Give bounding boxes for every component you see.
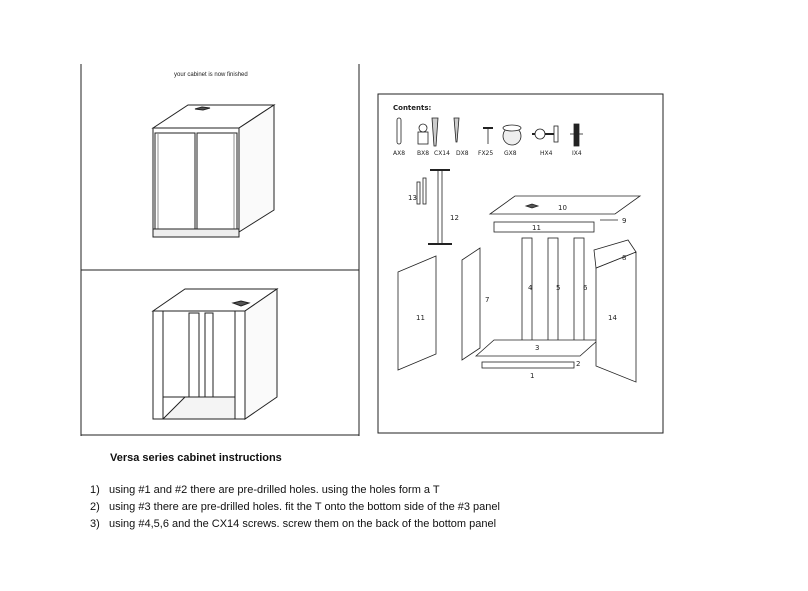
long-screw-icon <box>431 117 439 147</box>
hardware-icons: AX8 BX8 CX14 DX8 FX25 GX8 HX4 IX4 <box>393 117 583 157</box>
svg-text:DX8: DX8 <box>456 150 469 157</box>
step-number: 2) <box>90 501 100 513</box>
step-number: 3) <box>90 518 100 530</box>
knob-icon <box>570 123 583 147</box>
list-item: 3) using #4,5,6 and the CX14 screws. scr… <box>90 516 650 533</box>
svg-text:13: 13 <box>408 194 417 202</box>
step-text: using #3 there are pre-drilled holes. fi… <box>109 501 500 513</box>
svg-text:4: 4 <box>528 284 533 292</box>
svg-text:2: 2 <box>576 360 580 368</box>
svg-text:CX14: CX14 <box>434 150 450 157</box>
svg-text:HX4: HX4 <box>540 150 553 157</box>
svg-text:7: 7 <box>485 296 489 304</box>
svg-text:1: 1 <box>530 372 534 380</box>
svg-text:9: 9 <box>622 217 626 225</box>
cam-nut-icon <box>502 124 522 146</box>
svg-text:IX4: IX4 <box>572 150 582 157</box>
list-item: 1) using #1 and #2 there are pre-drilled… <box>90 482 650 499</box>
finished-cabinet-illustration <box>151 104 276 238</box>
svg-text:BX8: BX8 <box>417 150 429 157</box>
dowel-icon <box>396 117 402 145</box>
svg-text:14: 14 <box>608 314 617 322</box>
document-title: Versa series cabinet instructions <box>110 452 282 464</box>
cam-lock-icon <box>417 123 429 145</box>
list-item: 2) using #3 there are pre-drilled holes.… <box>90 499 650 516</box>
svg-text:Contents:: Contents: <box>393 104 432 112</box>
svg-text:10: 10 <box>558 204 567 212</box>
finished-caption: your cabinet is now finished <box>174 72 248 78</box>
svg-text:FX25: FX25 <box>478 150 493 157</box>
svg-text:AX8: AX8 <box>393 150 405 157</box>
contents-heading: Contents: <box>393 104 432 112</box>
step-number: 1) <box>90 484 100 496</box>
instruction-steps: 1) using #1 and #2 there are pre-drilled… <box>90 482 650 533</box>
svg-text:6: 6 <box>583 284 588 292</box>
svg-text:12: 12 <box>450 214 459 222</box>
svg-text:11: 11 <box>416 314 425 322</box>
exploded-parts-diagram: 13 12 10 9 11 8 7 4 5 6 11 14 3 2 1 <box>397 169 642 383</box>
svg-text:3: 3 <box>535 344 539 352</box>
step-text: using #1 and #2 there are pre-drilled ho… <box>109 484 440 496</box>
screw-icon <box>453 117 460 143</box>
open-frame-illustration <box>151 288 279 420</box>
svg-text:5: 5 <box>556 284 560 292</box>
small-nail-icon <box>483 127 493 144</box>
step-text: using #4,5,6 and the CX14 screws. screw … <box>109 518 497 530</box>
svg-text:11: 11 <box>532 224 541 232</box>
svg-text:GX8: GX8 <box>504 150 517 157</box>
hinge-icon <box>532 125 559 143</box>
svg-text:8: 8 <box>622 254 626 262</box>
